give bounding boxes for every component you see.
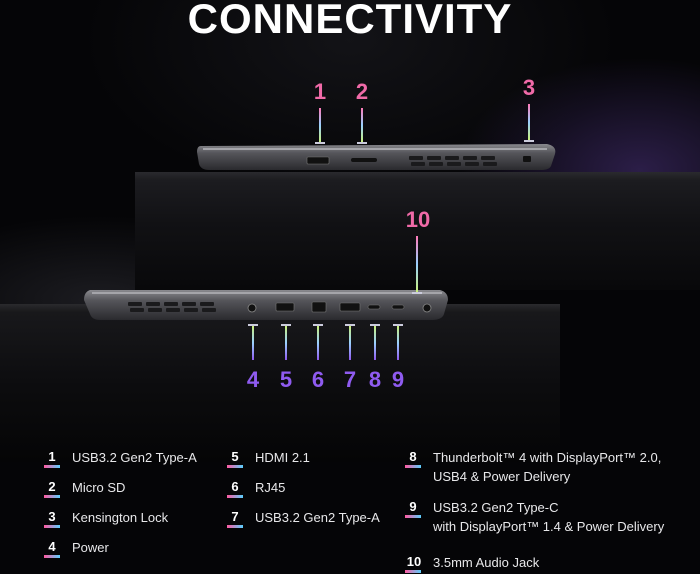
callout-7: 7 (343, 367, 357, 392)
callout-10-line (416, 236, 418, 292)
page-title: CONNECTIVITY (187, 0, 513, 42)
legend-number: 3 (48, 509, 56, 524)
legend-number-bar (227, 465, 243, 468)
legend-number-bar (227, 495, 243, 498)
laptop-right-side-image (197, 144, 556, 170)
legend-number: 9 (409, 499, 417, 514)
laptop-left-side-image (84, 290, 448, 320)
callout-9-line (397, 326, 399, 360)
legend-label-line-2: with DisplayPort™ 1.4 & Power Delivery (433, 519, 665, 534)
callout-10: 10 (405, 207, 431, 232)
legend-number: 6 (231, 479, 239, 494)
legend-number-bar (227, 525, 243, 528)
legend-label: 3.5mm Audio Jack (433, 555, 540, 570)
callout-4: 4 (246, 367, 260, 392)
legend-label: Micro SD (72, 480, 126, 495)
legend-number-bar (44, 555, 60, 558)
legend-label: USB3.2 Gen2 Type-A (255, 510, 380, 525)
legend-number: 4 (48, 539, 56, 554)
callout-6-line (317, 326, 319, 360)
legend-number-bar (405, 570, 421, 573)
callout-8: 8 (368, 367, 382, 392)
legend-label-line-1: USB3.2 Gen2 Type-C (433, 500, 559, 515)
callout-2: 2 (355, 79, 369, 104)
legend-number-bar (405, 515, 421, 518)
callout-4-line (252, 326, 254, 360)
legend-number: 2 (48, 479, 56, 494)
callout-1-line (319, 108, 321, 142)
legend-number: 5 (231, 449, 239, 464)
callout-2-line (361, 108, 363, 142)
callout-2-cap (357, 142, 367, 144)
callout-7-line (349, 326, 351, 360)
callout-9: 9 (391, 367, 405, 392)
callout-6: 6 (311, 367, 325, 392)
legend-number: 7 (231, 509, 239, 524)
callout-3-cap (524, 140, 534, 142)
callout-5: 5 (279, 367, 293, 392)
callout-1-cap (315, 142, 325, 144)
legend-label: HDMI 2.1 (255, 450, 310, 465)
callout-3: 3 (522, 75, 536, 100)
legend-number: 8 (409, 449, 417, 464)
legend-label: USB3.2 Gen2 Type-A (72, 450, 197, 465)
legend-label-line-2: USB4 & Power Delivery (433, 469, 571, 484)
callout-8-cap (370, 324, 380, 326)
legend-number: 10 (406, 554, 422, 569)
callout-6-cap (313, 324, 323, 326)
legend-number-bar (44, 465, 60, 468)
callout-1: 1 (313, 79, 327, 104)
legend-label: RJ45 (255, 480, 286, 495)
legend-label: Power (72, 540, 109, 555)
callout-7-cap (345, 324, 355, 326)
callout-3-line (528, 104, 530, 140)
legend-label-line-1: Thunderbolt™ 4 with DisplayPort™ 2.0, (433, 450, 662, 465)
callout-8-line (374, 326, 376, 360)
callout-9-cap (393, 324, 403, 326)
legend-number-bar (44, 525, 60, 528)
legend-number-bar (44, 495, 60, 498)
lower-pedestal (0, 312, 560, 462)
callout-5-cap (281, 324, 291, 326)
callout-4-cap (248, 324, 258, 326)
legend-number-bar (405, 465, 421, 468)
callout-10-cap (412, 292, 422, 294)
callout-5-line (285, 326, 287, 360)
legend-number: 1 (48, 449, 56, 464)
legend-label: Kensington Lock (72, 510, 169, 525)
